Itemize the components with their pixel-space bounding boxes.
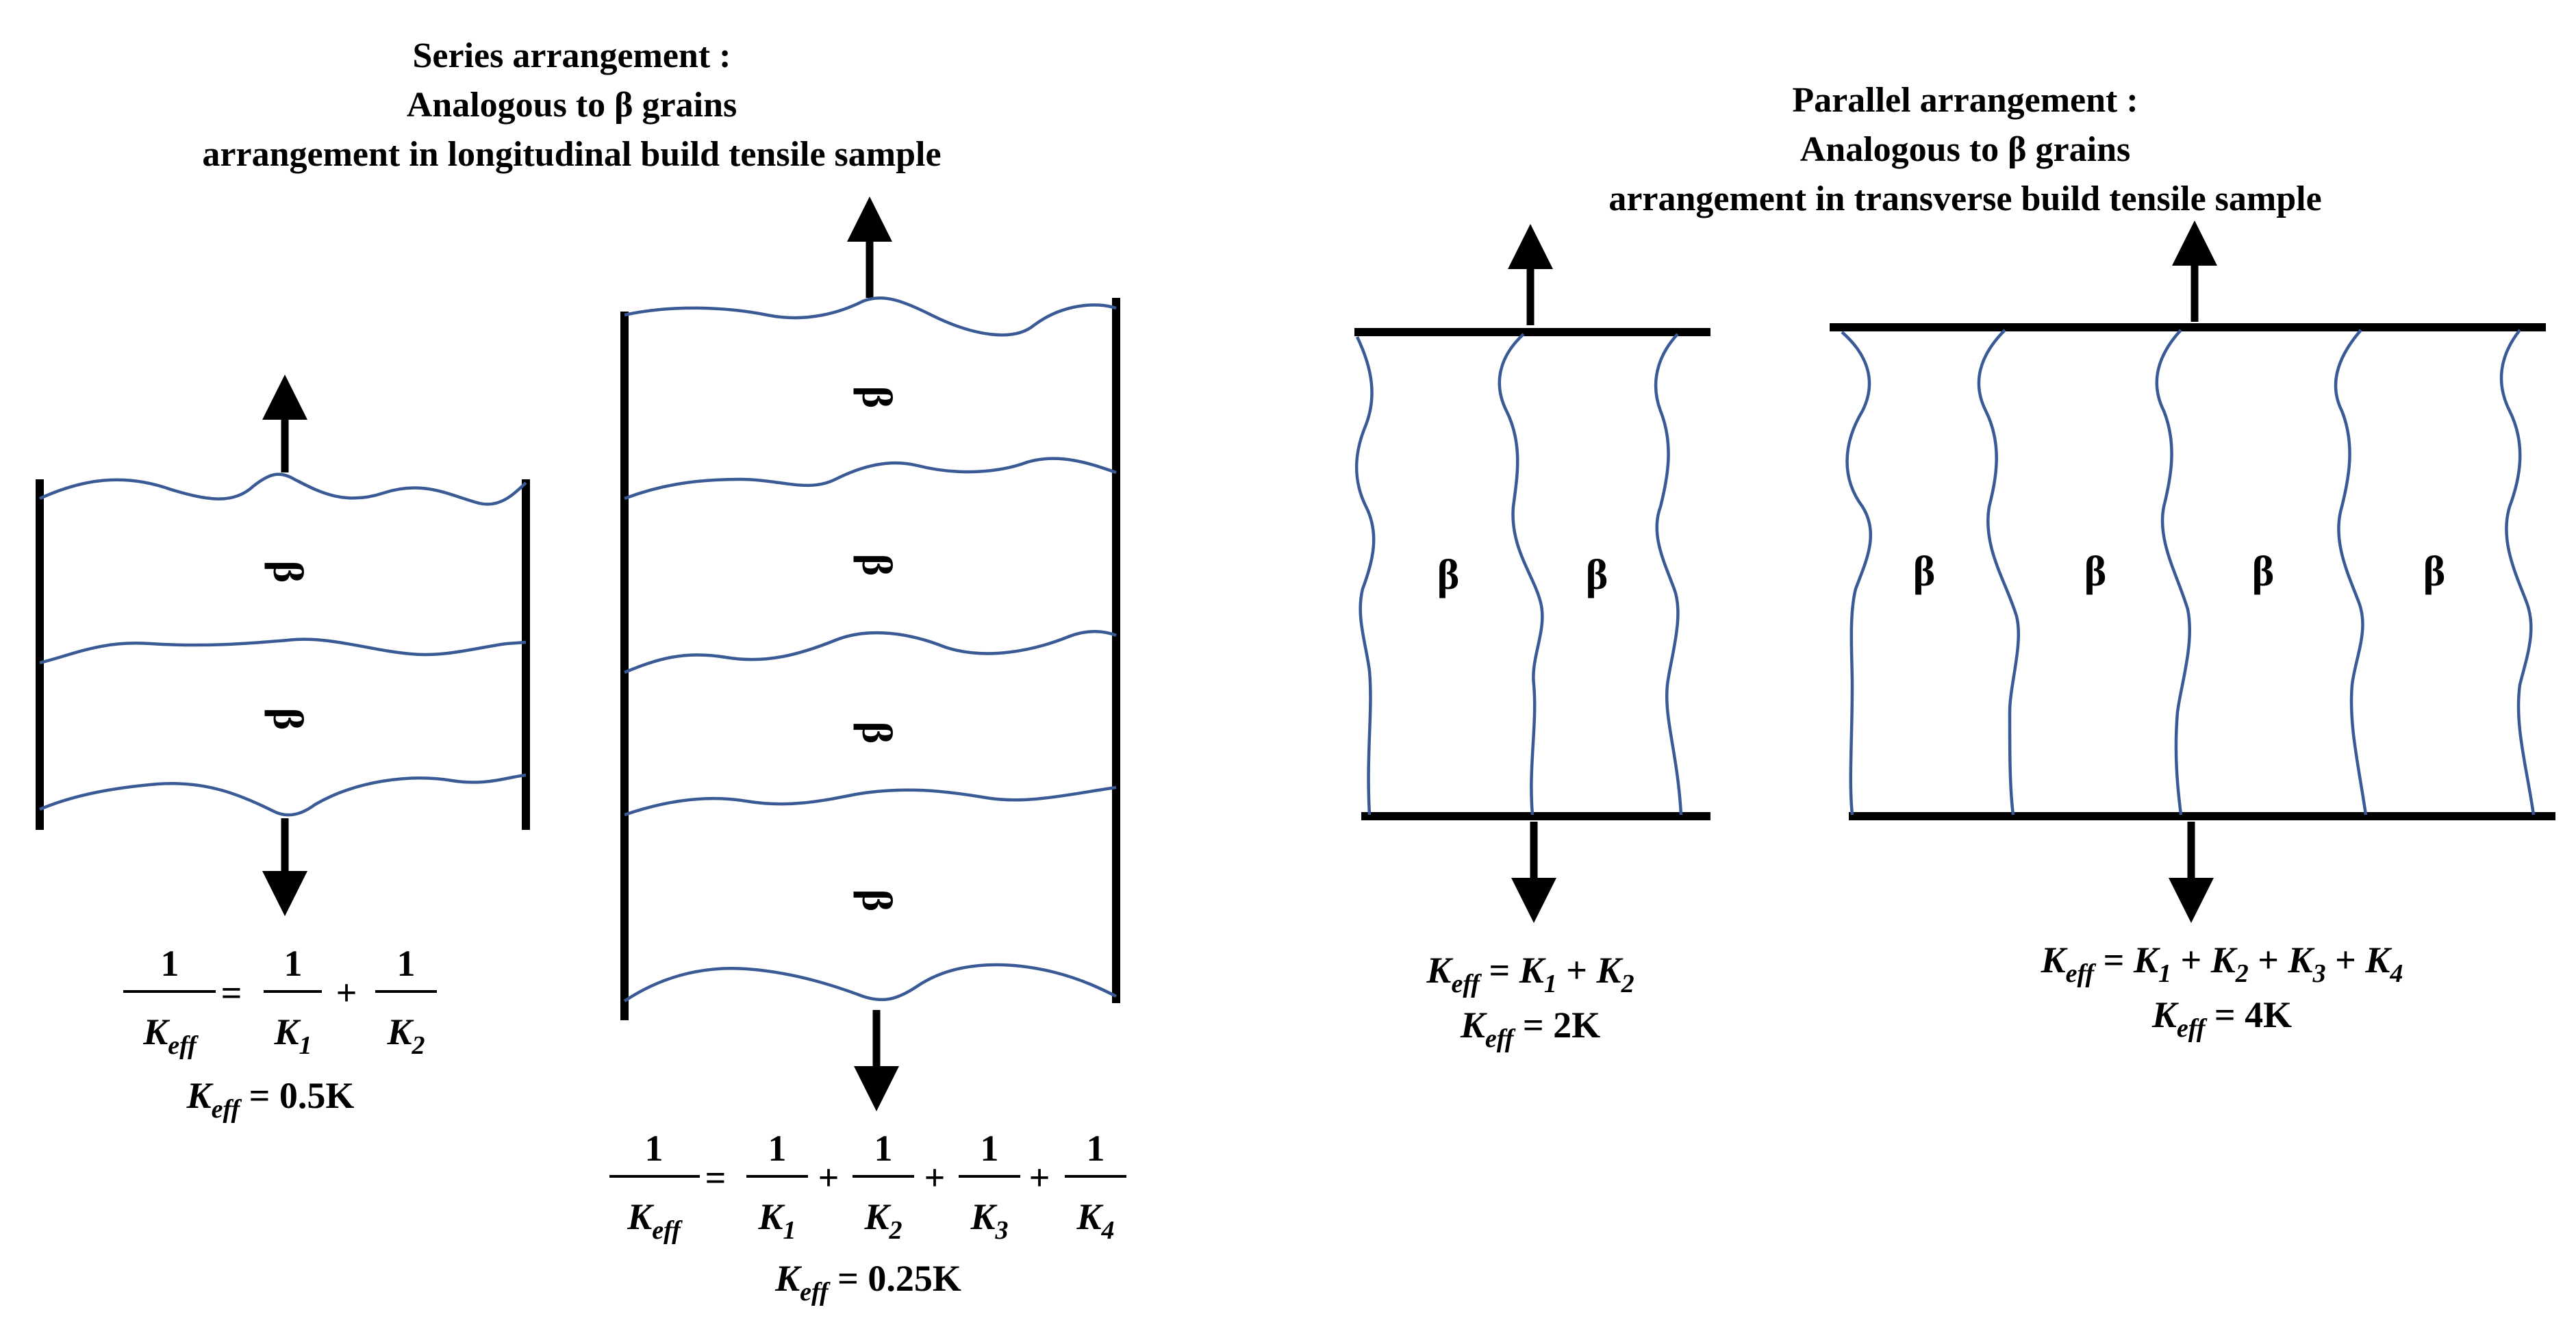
eq-term-numerator: 1 — [1087, 1128, 1105, 1169]
parallel-small-result: Keff = 2K — [1460, 1004, 1600, 1053]
parallel-large-sum: Keff = K1 + K2 + K3 + K4 — [2041, 939, 2403, 988]
grain-label: β — [2084, 548, 2107, 595]
grain-boundary — [2334, 329, 2368, 816]
eq-plus: + — [336, 972, 357, 1013]
grain-label: β — [853, 386, 900, 409]
series-large-result: Keff = 0.25K — [774, 1258, 961, 1306]
series-large-equation: 1 Keff = 1 K1 + 1 K2 + 1 K3 + 1 K4 Keff … — [609, 1128, 1126, 1306]
parallel-title-line-1: Parallel arrangement : — [1792, 81, 2138, 120]
eq-term-numerator: 1 — [284, 943, 303, 984]
eq-lhs-numerator: 1 — [161, 943, 179, 984]
series-small-result: Keff = 0.5K — [186, 1075, 355, 1124]
grain-boundary — [1654, 333, 1683, 816]
grain-boundary — [623, 963, 1117, 1002]
eq-term-k4: K4 — [1076, 1196, 1114, 1245]
eq-term-k1: K1 — [757, 1196, 796, 1245]
grain-label: β — [1913, 548, 1936, 595]
grain-label: β — [853, 554, 900, 577]
eq-term-numerator: 1 — [768, 1128, 787, 1169]
grain-boundary — [624, 785, 1117, 817]
grain-boundary — [1841, 331, 1873, 816]
eq-lhs-denominator: Keff — [627, 1196, 683, 1245]
grain-boundary — [624, 457, 1117, 501]
series-title-line-3: arrangement in longitudinal build tensil… — [202, 135, 941, 174]
parallel-small-panel: β β — [1354, 224, 1710, 923]
eq-term-k1: K1 — [273, 1011, 312, 1060]
parallel-large-panel: β β β β — [1830, 220, 2555, 923]
eq-term-k3: K3 — [970, 1196, 1008, 1245]
parallel-title-line-3: arrangement in transverse build tensile … — [1608, 179, 2321, 218]
grain-boundary — [1977, 329, 2020, 816]
series-small-panel: β β — [36, 375, 530, 916]
parallel-large-equation: Keff = K1 + K2 + K3 + K4 Keff = 4K — [2041, 939, 2403, 1043]
eq-term-k2: K2 — [386, 1011, 425, 1060]
grain-label: β — [264, 561, 311, 583]
eq-lhs-denominator: Keff — [142, 1011, 199, 1060]
parallel-large-result: Keff = 4K — [2151, 994, 2292, 1043]
grain-label: β — [1586, 552, 1608, 598]
eq-plus: + — [924, 1157, 946, 1198]
grain-label: β — [853, 889, 900, 912]
parallel-title-line-2: Analogous to β grains — [1800, 130, 2130, 169]
eq-term-numerator: 1 — [397, 943, 416, 984]
eq-term-k2: K2 — [863, 1196, 902, 1245]
series-large-panel: β β β β — [620, 197, 1120, 1111]
series-small-equation: 1 Keff = 1 K1 + 1 K2 Keff = 0.5K — [123, 943, 437, 1124]
grain-boundary — [2499, 329, 2536, 816]
parallel-title: Parallel arrangement : Analogous to β gr… — [1608, 81, 2321, 218]
eq-equals: = — [705, 1157, 727, 1198]
eq-plus: + — [818, 1157, 839, 1198]
parallel-small-equation: Keff = K1 + K2 Keff = 2K — [1426, 950, 1634, 1053]
grain-boundary — [39, 773, 527, 817]
eq-plus: + — [1029, 1157, 1050, 1198]
grain-label: β — [1437, 552, 1460, 598]
eq-term-numerator: 1 — [874, 1128, 893, 1169]
grain-label: β — [853, 722, 900, 744]
grain-label: β — [2423, 548, 2446, 595]
eq-lhs-numerator: 1 — [645, 1128, 664, 1169]
grain-boundary — [39, 637, 527, 665]
grain-boundary — [624, 630, 1117, 674]
grain-boundary — [624, 296, 1117, 337]
series-title-line-2: Analogous to β grains — [407, 86, 737, 125]
grain-label: β — [2252, 548, 2275, 595]
parallel-small-sum: Keff = K1 + K2 — [1426, 950, 1634, 998]
eq-equals: = — [221, 972, 242, 1013]
grain-boundary — [1498, 333, 1544, 816]
series-title: Series arrangement : Analogous to β grai… — [202, 36, 941, 174]
grain-boundary — [2155, 329, 2191, 816]
series-title-line-1: Series arrangement : — [413, 36, 731, 75]
grain-boundary — [39, 472, 527, 506]
grain-boundary — [1354, 336, 1376, 816]
eq-term-numerator: 1 — [981, 1128, 999, 1169]
grain-label: β — [264, 708, 311, 731]
